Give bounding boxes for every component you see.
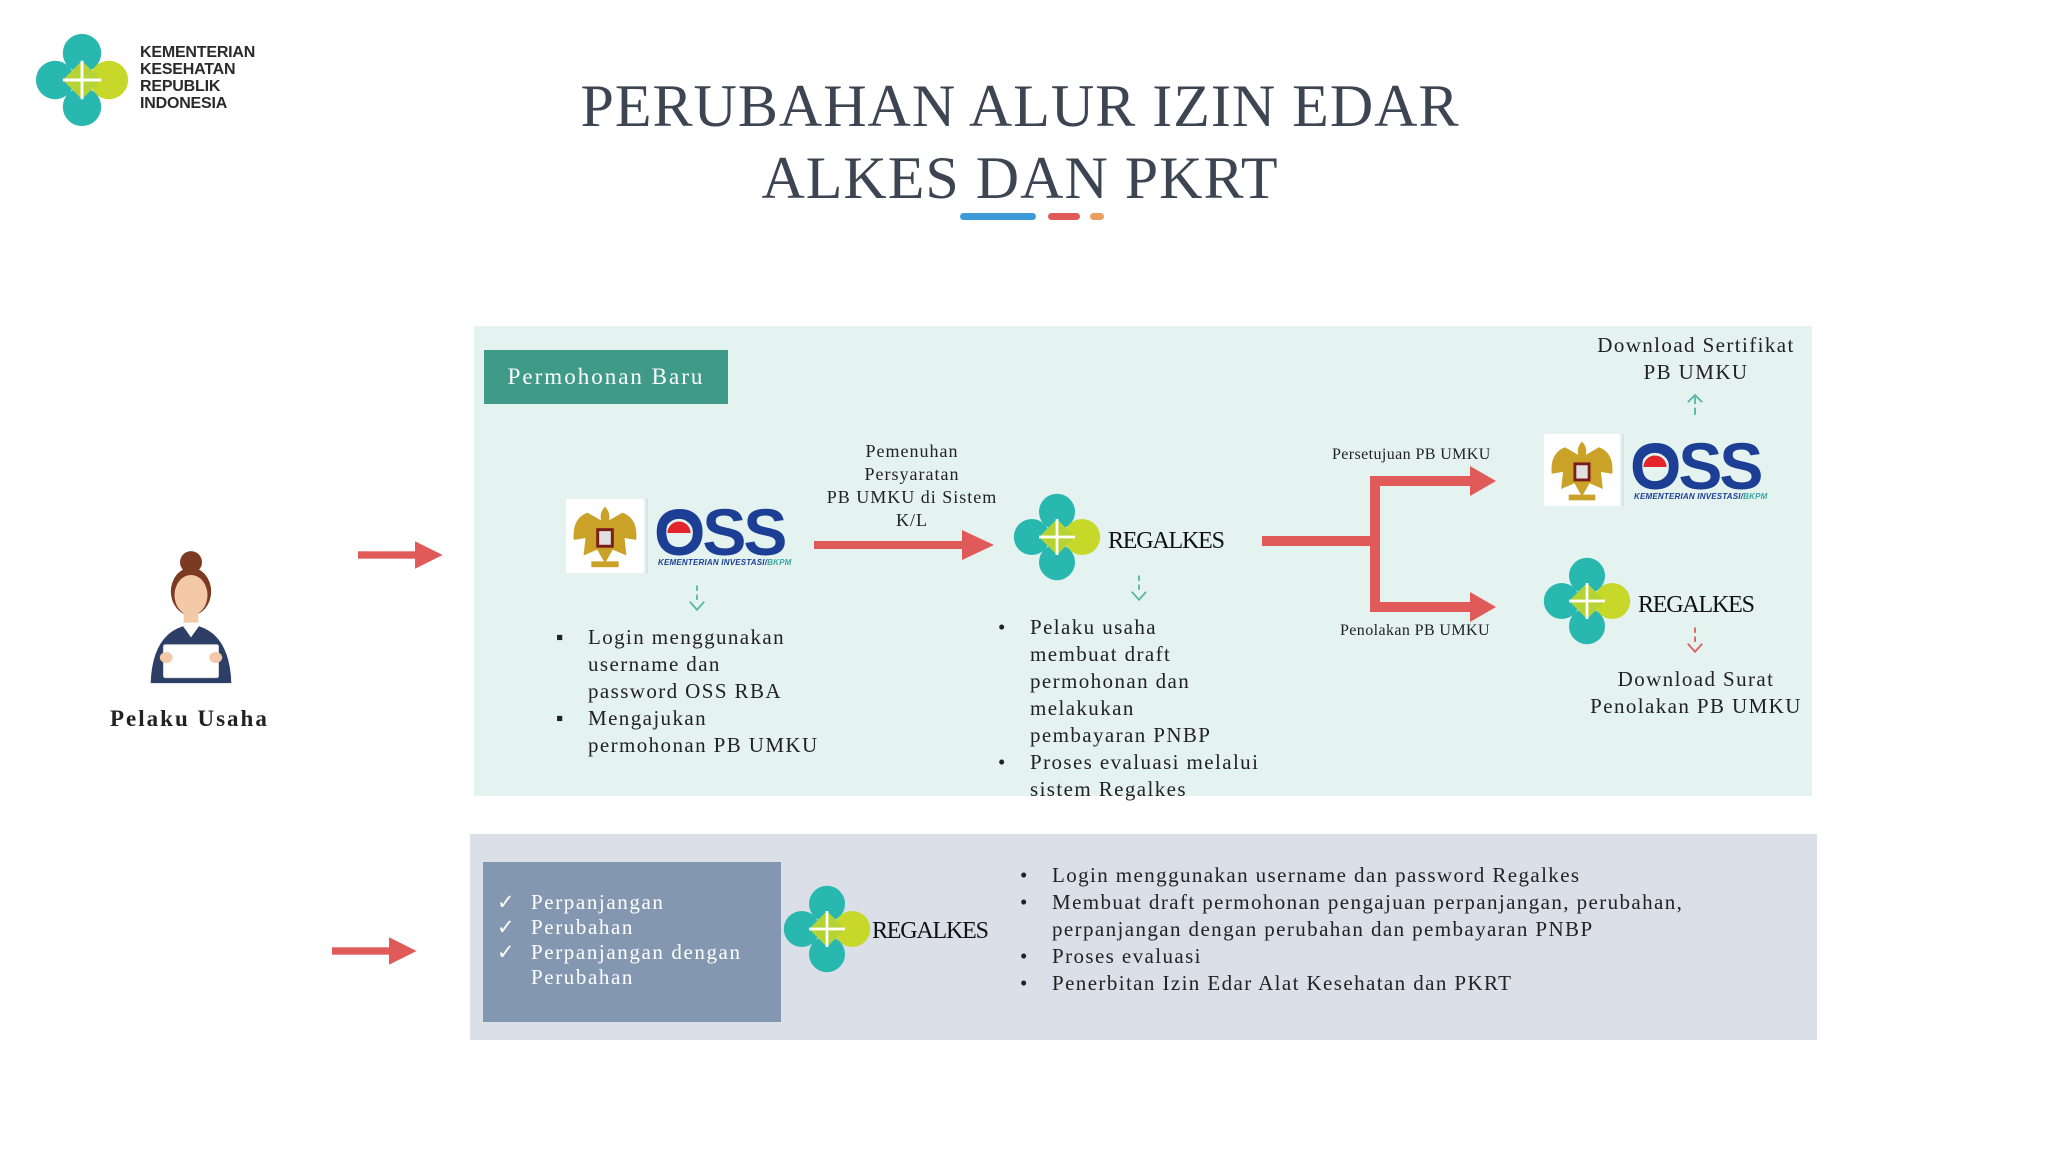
- renewal-type-2: ✓ Perubahan: [497, 915, 742, 940]
- check-icon: ✓: [497, 940, 517, 964]
- regalkes-step-1-d: melakukan: [1030, 696, 1135, 720]
- kemenkes-logo-icon: [35, 33, 129, 127]
- oss-logo-right: OSS KEMENTERIAN INVESTASI/BKPM: [1544, 429, 1776, 510]
- regalkes-step-1-e: pembayaran PNBP: [1030, 723, 1212, 747]
- download-cert-line-1: Download Sertifikat: [1597, 333, 1795, 357]
- download-certificate-label: Download Sertifikat PB UMKU: [1556, 332, 1836, 386]
- requirement-line-1: Pemenuhan: [865, 441, 959, 461]
- regalkes-step-1-a: Pelaku usaha: [1030, 615, 1158, 639]
- download-reject-line-2: Penolakan PB UMKU: [1590, 694, 1802, 718]
- check-icon: ✓: [497, 915, 517, 939]
- title-underline-red: [1048, 213, 1080, 220]
- oss-step-2-a: Mengajukan: [588, 706, 707, 730]
- renewal-step-3-text: Proses evaluasi: [1052, 944, 1202, 968]
- title-line-1: PERUBAHAN ALUR IZIN EDAR: [580, 73, 1460, 139]
- requirement-arrow: [814, 530, 994, 560]
- oss-step-1-b: username dan: [588, 652, 721, 676]
- oss-wordmark: OSS: [654, 494, 787, 570]
- renewal-step-4: •Penerbitan Izin Edar Alat Kesehatan dan…: [1020, 971, 1513, 995]
- oss-name-right: OSS: [1630, 429, 1763, 503]
- renewal-types-list: ✓ Perpanjangan ✓ Perubahan ✓ Perpanjangan d…: [497, 890, 742, 990]
- oss-sub-a-left: KEMENTERIAN INVESTASI/: [658, 558, 768, 567]
- org-line-4: INDONESIA: [140, 95, 228, 112]
- renewal-step-3: •Proses evaluasi: [1020, 944, 1202, 968]
- oss-sub-b-left: BKPM: [767, 558, 792, 567]
- branch-arrows: [1262, 466, 1496, 622]
- renewal-type-1-label: Perpanjangan: [531, 890, 665, 914]
- title-underline-orange: [1090, 213, 1104, 220]
- renewal-step-2: •Membuat draft permohonan pengajuan perp…: [1020, 890, 1684, 941]
- oss-flag-icon: [658, 512, 700, 554]
- renewal-step-1: •Login menggunakan username dan password…: [1020, 863, 1581, 887]
- approve-label: Persetujuan PB UMKU: [1332, 446, 1491, 463]
- org-line-1: KEMENTERIAN: [140, 44, 256, 61]
- oss-sub-b-right: BKPM: [1743, 492, 1768, 501]
- requirement-line-3: PB UMKU di Sistem: [826, 487, 998, 507]
- garuda-emblem-icon: [566, 498, 644, 574]
- oss-wordmark-right: OSS: [1630, 428, 1763, 504]
- org-line-2: KESEHATAN: [140, 61, 236, 78]
- oss-sub-a-right: KEMENTERIAN INVESTASI/: [1634, 492, 1744, 501]
- regalkes-step-2-b: sistem Regalkes: [1030, 777, 1187, 801]
- requirement-label: Pemenuhan Persyaratan PB UMKU di Sistem …: [812, 440, 1012, 532]
- renewal-step-1-text: Login menggunakan username dan password …: [1052, 863, 1581, 887]
- regalkes-logo-icon-right: [1543, 557, 1631, 645]
- reject-label: Penolakan PB UMKU: [1340, 622, 1490, 639]
- oss-flag-icon: [1634, 446, 1676, 488]
- renewal-type-2-label: Perubahan: [531, 915, 635, 939]
- renewal-step-2-a: Membuat draft permohonan pengajuan perpa…: [1052, 890, 1684, 914]
- requirement-line-2: Persyaratan: [864, 464, 960, 484]
- regalkes-step-1-c: permohonan dan: [1030, 669, 1191, 693]
- renewal-step-4-text: Penerbitan Izin Edar Alat Kesehatan dan …: [1052, 971, 1513, 995]
- actor-arrow-top: [358, 541, 443, 569]
- regalkes-wordmark-bottom: REGALKES: [872, 918, 989, 944]
- actor-label: Pelaku Usaha: [110, 706, 269, 731]
- oss-name-left: OSS: [654, 495, 787, 569]
- renewal-steps-list: •Login menggunakan username dan password…: [1018, 862, 1798, 997]
- oss-step-1-c: password OSS RBA: [588, 679, 782, 703]
- renewal-type-3-cont: Perubahan: [531, 965, 635, 989]
- oss-subtitle-left: KEMENTERIAN INVESTASI/BKPM: [658, 558, 792, 567]
- page-title: PERUBAHAN ALUR IZIN EDAR ALKES DAN PKRT: [460, 70, 1580, 214]
- title-line-2: ALKES DAN PKRT: [761, 145, 1279, 211]
- download-cert-line-2: PB UMKU: [1643, 360, 1749, 384]
- download-reject-line-1: Download Surat: [1617, 667, 1775, 691]
- garuda-emblem-icon: [1544, 434, 1620, 506]
- regalkes-step-1-b: membuat draft: [1030, 642, 1172, 666]
- up-arrow-certificate: [1687, 393, 1703, 415]
- org-line-3: REPUBLIK: [140, 78, 221, 95]
- org-name: KEMENTERIAN KESEHATAN REPUBLIK INDONESIA: [140, 44, 255, 112]
- down-arrow-reject: [1687, 627, 1703, 654]
- oss-logo-left: OSS KEMENTERIAN INVESTASI/BKPM: [566, 495, 798, 574]
- renewal-type-1: ✓ Perpanjangan: [497, 890, 742, 915]
- download-rejection-label: Download Surat Penolakan PB UMKU: [1546, 666, 1846, 720]
- regalkes-logo-icon-bottom: [783, 885, 871, 973]
- title-underline-blue: [960, 213, 1036, 220]
- renewal-types-box: ✓ Perpanjangan ✓ Perubahan ✓ Perpanjangan d…: [483, 862, 781, 1022]
- renewal-step-2-b: perpanjangan dengan perubahan dan pembay…: [1052, 917, 1594, 941]
- actor-arrow-bottom: [332, 937, 417, 965]
- regalkes-wordmark-middle: REGALKES: [1108, 528, 1225, 554]
- down-arrow-regalkes: [1131, 575, 1147, 602]
- oss-subtitle-right: KEMENTERIAN INVESTASI/BKPM: [1634, 492, 1768, 501]
- new-application-tag: Permohonan Baru: [484, 350, 728, 404]
- regalkes-step-2-a: Proses evaluasi melalui: [1030, 750, 1260, 774]
- business-actor-icon: [150, 551, 232, 684]
- requirement-line-4: K/L: [896, 510, 928, 530]
- down-arrow-oss: [689, 585, 705, 612]
- check-icon: ✓: [497, 890, 517, 914]
- regalkes-wordmark-right: REGALKES: [1638, 592, 1755, 618]
- renewal-type-3-label: Perpanjangan dengan: [531, 940, 742, 964]
- oss-step-1-a: Login menggunakan: [588, 625, 786, 649]
- oss-step-2-b: permohonan PB UMKU: [588, 733, 819, 757]
- regalkes-logo-icon-middle: [1013, 493, 1101, 581]
